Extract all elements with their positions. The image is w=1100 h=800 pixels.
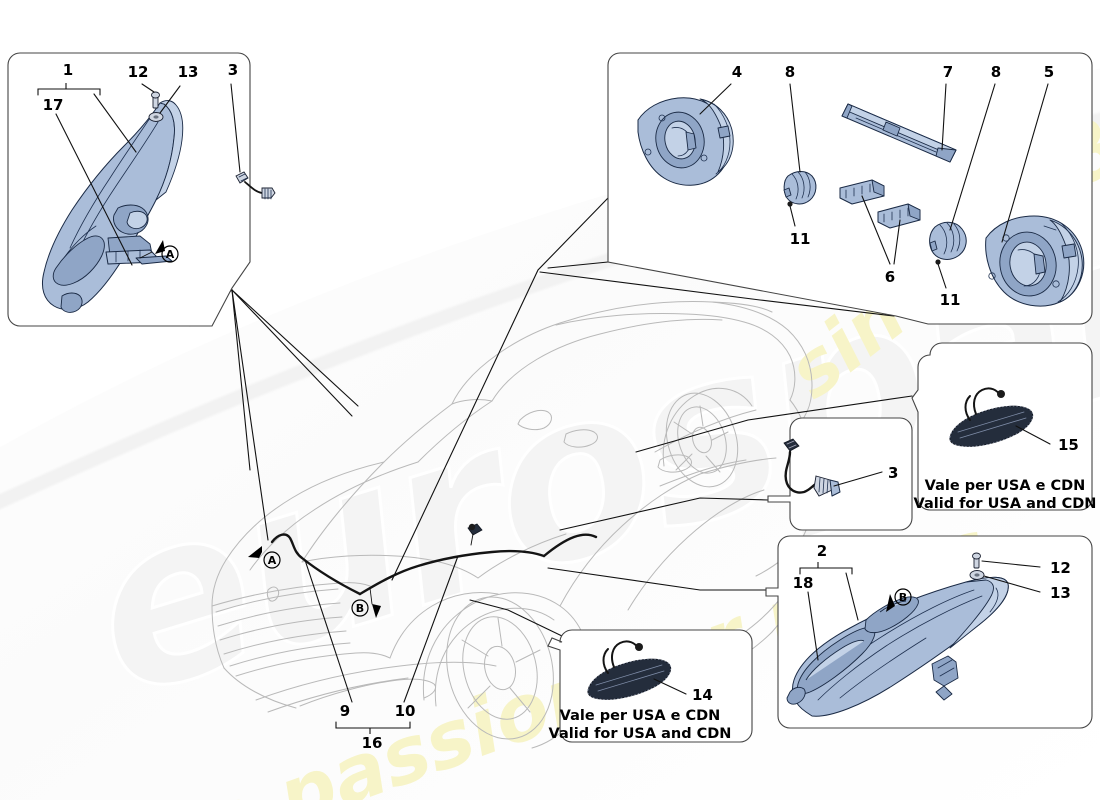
part-washer-13-right <box>969 570 985 580</box>
part-connector-3 <box>783 438 841 497</box>
callout-6: 6 <box>885 268 895 286</box>
harness-cable-9 <box>270 533 362 596</box>
part-marker-lamp-15 <box>949 387 1034 447</box>
panel-headlight-left[interactable]: A 1 17 12 13 3 <box>7 52 276 327</box>
callout-15: 15 <box>1058 436 1079 454</box>
panel-headlight-right[interactable]: B 2 18 12 13 <box>765 535 1093 729</box>
callout-8-left: 8 <box>785 63 795 81</box>
part-bolt-12-left <box>151 91 160 109</box>
callout-17: 17 <box>43 96 64 114</box>
callout-11-left: 11 <box>790 230 811 248</box>
callout-18: 18 <box>793 574 814 592</box>
callout-10: 10 <box>395 702 416 720</box>
screw-11-right-dot <box>935 259 941 265</box>
callout-12-left: 12 <box>128 63 149 81</box>
caption-14-en: Valid for USA and CDN <box>549 726 732 742</box>
callout-3-right: 3 <box>888 464 898 482</box>
part-sensor-3-left <box>235 171 276 200</box>
part-headlight-left <box>41 100 184 313</box>
callout-3-left: 3 <box>228 61 238 79</box>
callout-2: 2 <box>817 542 827 560</box>
ref-mark-a-left-panel: A <box>139 240 179 263</box>
panel-connector-3[interactable]: 3 <box>767 417 913 531</box>
callout-13-right: 13 <box>1050 584 1071 602</box>
ref-mark-a-car: A <box>248 546 281 569</box>
callout-7: 7 <box>943 63 953 81</box>
screw-11-left-dot <box>787 201 793 207</box>
part-washer-13-left <box>148 112 164 122</box>
callout-4: 4 <box>732 63 742 81</box>
part-marker-lamp-14 <box>587 640 672 700</box>
part-horn-4 <box>637 97 734 186</box>
panel-marker-14[interactable]: 14 Vale per USA e CDN Valid for USA and … <box>547 629 753 743</box>
ref-letter-a-left: A <box>166 248 175 261</box>
panel-horns-fog[interactable]: 4 8 11 7 8 5 6 11 <box>607 52 1093 325</box>
ref-letter-b-right: B <box>899 591 907 604</box>
callout-16: 16 <box>362 734 383 752</box>
callout-13-left: 13 <box>178 63 199 81</box>
part-headlight-right <box>786 576 1009 717</box>
part-clip-6-a <box>839 179 885 205</box>
ref-letter-a-car: A <box>268 554 277 567</box>
caption-14-it: Vale per USA e CDN <box>560 708 721 724</box>
part-clip-6-b <box>877 203 921 229</box>
part-bulb-8-right <box>929 221 967 260</box>
callout-14: 14 <box>692 686 713 704</box>
harness-plug <box>467 523 483 546</box>
ref-letter-b-car: B <box>356 602 364 615</box>
part-bracket-7 <box>841 103 957 163</box>
harness-branch <box>542 533 598 558</box>
caption-15-it: Vale per USA e CDN <box>925 478 1086 494</box>
caption-15-en: Valid for USA and CDN <box>914 496 1097 512</box>
callout-8-right: 8 <box>991 63 1001 81</box>
part-horn-5 <box>985 215 1085 307</box>
harness-cable-10 <box>358 549 546 596</box>
callout-1: 1 <box>63 61 73 79</box>
ref-mark-b-car: B <box>351 587 381 618</box>
callout-11-right: 11 <box>940 291 961 309</box>
part-bolt-12-right <box>972 552 981 569</box>
ref-mark-b-right-panel: B <box>886 588 912 612</box>
callout-5: 5 <box>1044 63 1054 81</box>
car-body-outline <box>211 301 817 749</box>
callout-9: 9 <box>340 702 350 720</box>
part-bulb-8-left <box>783 171 817 205</box>
callout-12-right: 12 <box>1050 559 1071 577</box>
panel-marker-15[interactable]: 15 Vale per USA e CDN Valid for USA and … <box>911 342 1097 512</box>
